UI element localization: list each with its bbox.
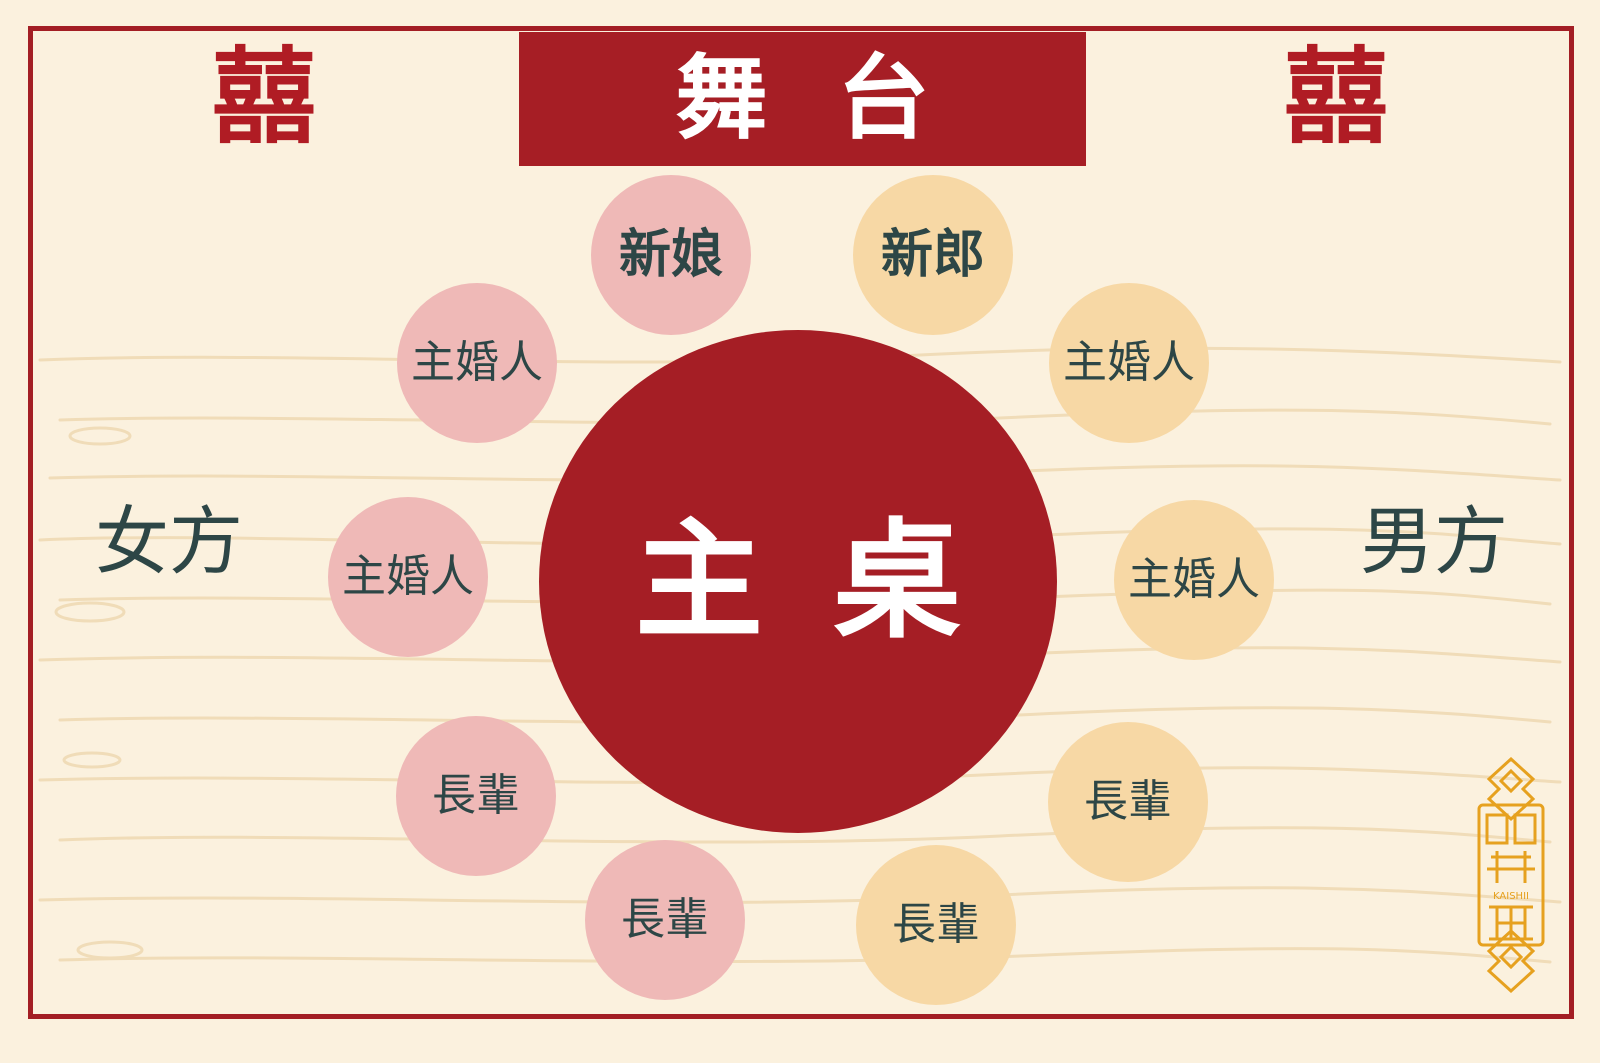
seat-groom-elder-2: 長輩 [856, 845, 1016, 1005]
seat-groom-officiant-1: 主婚人 [1049, 283, 1209, 443]
seat-label: 主婚人 [1063, 337, 1195, 388]
stage-banner: 舞台 [519, 32, 1086, 166]
seat-label: 長輩 [432, 770, 520, 821]
seat-bride-elder-1: 長輩 [396, 716, 556, 876]
seat-label: 主婚人 [1128, 554, 1260, 605]
seat-groom: 新郎 [853, 175, 1013, 335]
seat-label: 新郎 [880, 225, 985, 285]
kaishii-logo-icon: KAISHII [1477, 757, 1545, 993]
seat-bride-officiant-1: 主婚人 [397, 283, 557, 443]
seat-bride-officiant-2: 主婚人 [328, 497, 488, 657]
red-border-frame [28, 26, 1574, 1019]
double-happiness-left-icon: 囍 [211, 35, 316, 158]
main-table-label: 主桌 [634, 506, 1031, 656]
seat-groom-elder-1: 長輩 [1048, 722, 1208, 882]
seat-label: 主婚人 [411, 337, 543, 388]
seat-bride: 新娘 [591, 175, 751, 335]
seat-label: 主婚人 [342, 551, 474, 602]
seat-groom-officiant-2: 主婚人 [1114, 500, 1274, 660]
seat-label: 長輩 [1084, 776, 1172, 827]
seat-label: 長輩 [621, 894, 709, 945]
stage-label: 舞台 [675, 45, 1000, 152]
main-table: 主桌 [539, 330, 1057, 833]
brand-text: KAISHII [1493, 891, 1529, 902]
bride-side-label: 女方 [95, 499, 243, 585]
double-happiness-right-icon: 囍 [1283, 35, 1388, 158]
seat-label: 新娘 [618, 225, 723, 285]
seat-bride-elder-2: 長輩 [585, 840, 745, 1000]
groom-side-label: 男方 [1360, 499, 1508, 585]
seat-label: 長輩 [892, 899, 980, 950]
